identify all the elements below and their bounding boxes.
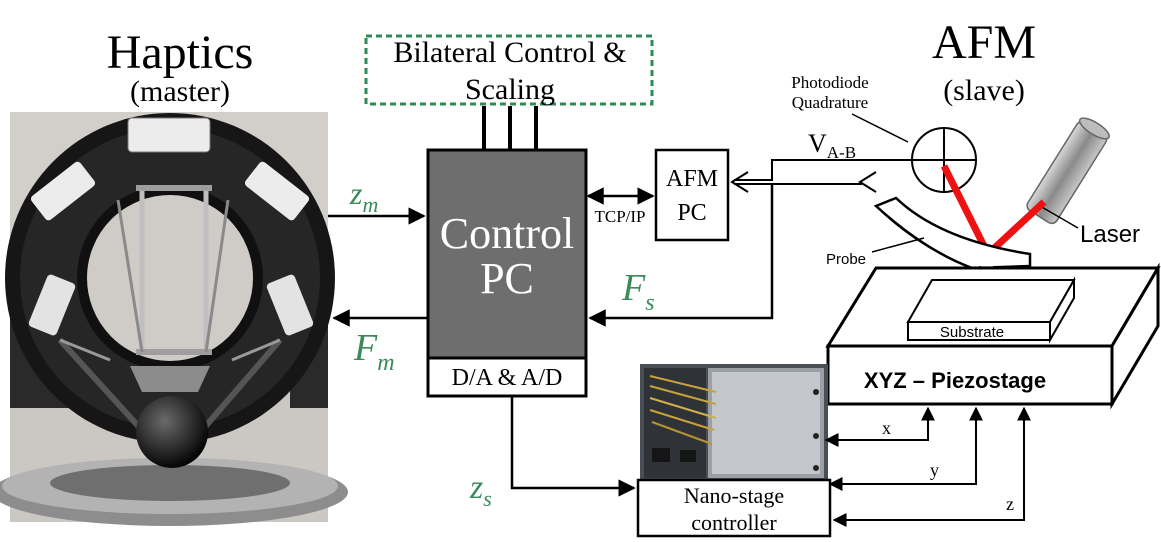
z-link xyxy=(832,406,1031,527)
laser-icon xyxy=(1026,117,1110,225)
substrate-label: Substrate xyxy=(940,324,1004,341)
master-title: Haptics xyxy=(107,26,254,79)
bilateral-control-box xyxy=(364,34,654,106)
nano-controller-label-line2: controller xyxy=(691,510,777,535)
laser-beam-in xyxy=(985,199,1047,257)
laser-label: Laser xyxy=(1080,221,1140,248)
connector-afm xyxy=(730,171,749,193)
control-pc-label-line2: PC xyxy=(480,254,534,303)
slave-title: AFM xyxy=(932,16,1036,69)
nano-controller-box xyxy=(636,478,832,538)
nano-controller-label-line1: Nano-stage xyxy=(684,483,784,508)
vab-cable-upper xyxy=(734,159,912,181)
io-box xyxy=(426,356,588,398)
haptic-device-photo xyxy=(0,112,348,526)
bilateral-label-line1: Bilateral Control & xyxy=(393,36,626,69)
laser-pointer xyxy=(1039,205,1079,229)
io-label: D/A & A/D xyxy=(452,365,563,391)
photodiode-pointer xyxy=(851,113,909,143)
master-subtitle: (master) xyxy=(130,75,230,108)
piezostage-label: XYZ – Piezostage xyxy=(864,368,1046,393)
probe-label: Probe xyxy=(826,251,866,268)
fs-feedback-line xyxy=(588,184,774,327)
afm-pc-label-line1: AFM xyxy=(666,166,718,192)
y-link xyxy=(828,406,983,491)
afm-pc-label-line2: PC xyxy=(677,200,706,226)
laser-beam-out xyxy=(940,164,992,256)
zs-line xyxy=(510,396,636,497)
bilateral-label-line2: Scaling xyxy=(465,73,555,106)
photodiode-label-line1: Photodiode xyxy=(791,73,868,92)
substrate-block xyxy=(906,276,1076,344)
photodiode-quadrature-icon xyxy=(911,127,977,193)
y-label: y xyxy=(930,460,939,480)
tcpip-label: TCP/IP xyxy=(594,207,645,226)
slave-subtitle: (slave) xyxy=(943,74,1025,107)
probe-pointer xyxy=(871,237,925,253)
control-pc-label-line1: Control xyxy=(440,209,574,258)
fs-label: Fs xyxy=(621,267,655,316)
x-link xyxy=(824,406,935,447)
zm-label: zm xyxy=(349,175,378,217)
photodiode-label-line2: Quadrature xyxy=(792,93,868,112)
controller-hardware-photo xyxy=(640,364,828,482)
z-label: z xyxy=(1006,494,1014,514)
connector-right xyxy=(858,171,877,193)
vab-label: VA-B xyxy=(808,129,856,162)
x-label: x xyxy=(882,418,891,438)
zs-label: zs xyxy=(469,469,492,511)
fm-label: Fm xyxy=(353,327,395,376)
afm-pc-box xyxy=(654,148,730,242)
